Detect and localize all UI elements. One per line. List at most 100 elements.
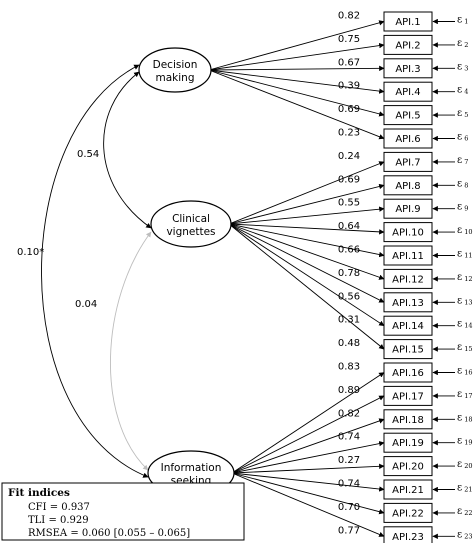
latent-factors: DecisionmakingClinicalvignettesInformati… xyxy=(138,47,235,496)
item-box-1 xyxy=(383,11,433,32)
item-label-9: API.9 xyxy=(395,204,420,215)
loading-path-10 xyxy=(228,223,385,235)
item-label-6: API.6 xyxy=(395,134,420,145)
error-subscript-5: 5 xyxy=(464,111,468,119)
error-subscript-7: 7 xyxy=(464,158,468,166)
item-box-3 xyxy=(383,58,433,79)
error-symbol: ε xyxy=(457,272,462,283)
loading-path-4 xyxy=(208,69,385,94)
item-label-3: API.3 xyxy=(395,64,420,75)
error-symbol: ε xyxy=(457,342,462,353)
item-box-5 xyxy=(383,105,433,126)
error-symbol: ε xyxy=(457,155,462,166)
error-symbol: ε xyxy=(457,38,462,49)
correlation-path-decision-information xyxy=(41,64,149,478)
loading-path-20 xyxy=(231,463,385,474)
item-box-13 xyxy=(383,292,433,313)
item-box-17 xyxy=(383,385,433,406)
error-subscript-10: 10 xyxy=(464,228,472,236)
error-symbol: ε xyxy=(457,225,462,236)
error-subscript-17: 17 xyxy=(464,392,472,400)
error-subscript-3: 3 xyxy=(464,64,468,72)
item-box-10 xyxy=(383,222,433,243)
error-symbol: ε xyxy=(457,85,462,96)
item-label-16: API.16 xyxy=(392,368,424,379)
error-symbol: ε xyxy=(457,15,462,26)
error-symbol: ε xyxy=(457,178,462,189)
loading-label-14: 0.31 xyxy=(338,315,360,326)
loading-path-3 xyxy=(208,65,385,72)
item-label-7: API.7 xyxy=(395,157,420,168)
factor-loading-paths: 0.820.750.670.390.690.230.240.690.550.64… xyxy=(208,11,385,537)
factor-label-decision-1: Decision xyxy=(153,59,198,71)
loading-path-18 xyxy=(231,418,385,474)
error-subscript-19: 19 xyxy=(464,439,472,447)
error-symbol: ε xyxy=(457,412,462,423)
error-subscript-14: 14 xyxy=(464,322,472,330)
loading-label-11: 0.66 xyxy=(338,245,360,256)
item-box-21 xyxy=(383,479,433,500)
error-symbol: ε xyxy=(457,61,462,72)
item-label-8: API.8 xyxy=(395,181,420,192)
error-subscript-11: 11 xyxy=(464,252,472,260)
factor-label-decision-2: making xyxy=(156,72,195,84)
item-box-22 xyxy=(383,502,433,523)
correlation-path-decision-clinical xyxy=(103,71,152,229)
item-label-18: API.18 xyxy=(392,415,424,426)
loading-label-8: 0.69 xyxy=(338,174,360,185)
error-symbol: ε xyxy=(457,319,462,330)
loading-label-6: 0.23 xyxy=(338,128,360,139)
item-box-9 xyxy=(383,198,433,219)
correlation-path-clinical-information xyxy=(110,231,152,471)
loading-path-11 xyxy=(228,223,385,258)
error-symbol: ε xyxy=(457,389,462,400)
loading-path-8 xyxy=(228,183,385,225)
error-symbol: ε xyxy=(457,506,462,517)
loading-label-23: 0.77 xyxy=(338,525,360,536)
correlation-label-clinical-information: 0.04 xyxy=(75,299,97,310)
loading-path-19 xyxy=(231,441,385,474)
loading-path-15 xyxy=(228,223,385,350)
error-subscript-18: 18 xyxy=(464,415,472,423)
item-label-14: API.14 xyxy=(392,321,424,332)
item-box-11 xyxy=(383,245,433,266)
error-symbol: ε xyxy=(457,459,462,470)
item-label-12: API.12 xyxy=(392,274,424,285)
item-label-19: API.19 xyxy=(392,438,424,449)
error-subscript-21: 21 xyxy=(464,486,472,494)
loading-label-22: 0.70 xyxy=(338,502,360,513)
loading-path-9 xyxy=(228,206,385,225)
loading-path-13 xyxy=(228,223,385,303)
loading-label-19: 0.74 xyxy=(338,432,360,443)
error-subscript-23: 23 xyxy=(464,532,472,540)
item-box-6 xyxy=(383,128,433,149)
loading-label-7: 0.24 xyxy=(338,151,360,162)
item-label-5: API.5 xyxy=(395,111,420,122)
item-box-23 xyxy=(383,526,433,543)
correlation-label-decision-information: 0.10* xyxy=(17,247,44,258)
item-box-8 xyxy=(383,175,433,196)
error-symbol: ε xyxy=(457,529,462,540)
item-box-18 xyxy=(383,409,433,430)
error-subscript-1: 1 xyxy=(464,18,468,26)
item-label-23: API.23 xyxy=(392,532,424,543)
error-subscript-15: 15 xyxy=(464,345,472,353)
loading-label-20: 0.27 xyxy=(338,455,360,466)
loading-label-10: 0.64 xyxy=(338,221,360,232)
factor-label-clinical-1: Clinical xyxy=(172,213,210,225)
loading-label-16: 0.83 xyxy=(338,362,360,373)
item-box-12 xyxy=(383,268,433,289)
loading-path-21 xyxy=(231,472,385,492)
